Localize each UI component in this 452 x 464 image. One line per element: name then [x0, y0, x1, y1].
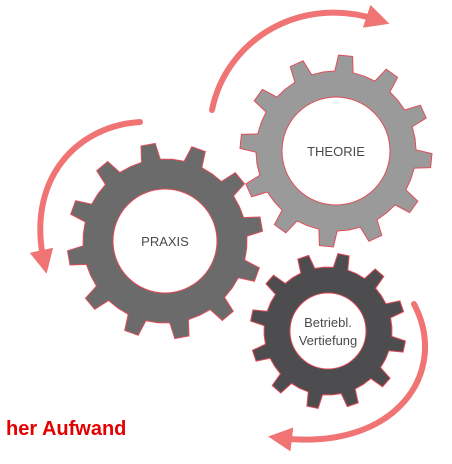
arrow-left: [29, 119, 143, 274]
arrow-bottom-right: [268, 301, 428, 452]
gear-praxis-hub: [112, 188, 218, 294]
arrow-top: [209, 4, 390, 113]
gear-theorie: THEORIE: [239, 54, 433, 248]
gear-vertiefung-label-line2: Vertiefung: [299, 333, 358, 348]
gear-vertiefung-hub: [289, 292, 367, 370]
gear-praxis-label: PRAXIS: [141, 234, 189, 249]
gear-theorie-label: THEORIE: [307, 144, 365, 159]
gear-vertiefung-label-line1: Betriebl.: [304, 315, 352, 330]
gear-theorie-hub: [281, 96, 391, 206]
gear-vertiefung: Betriebl. Vertiefung: [250, 253, 406, 409]
bottom-caption: her Aufwand: [6, 418, 127, 440]
gear-praxis: PRAXIS: [66, 142, 264, 340]
